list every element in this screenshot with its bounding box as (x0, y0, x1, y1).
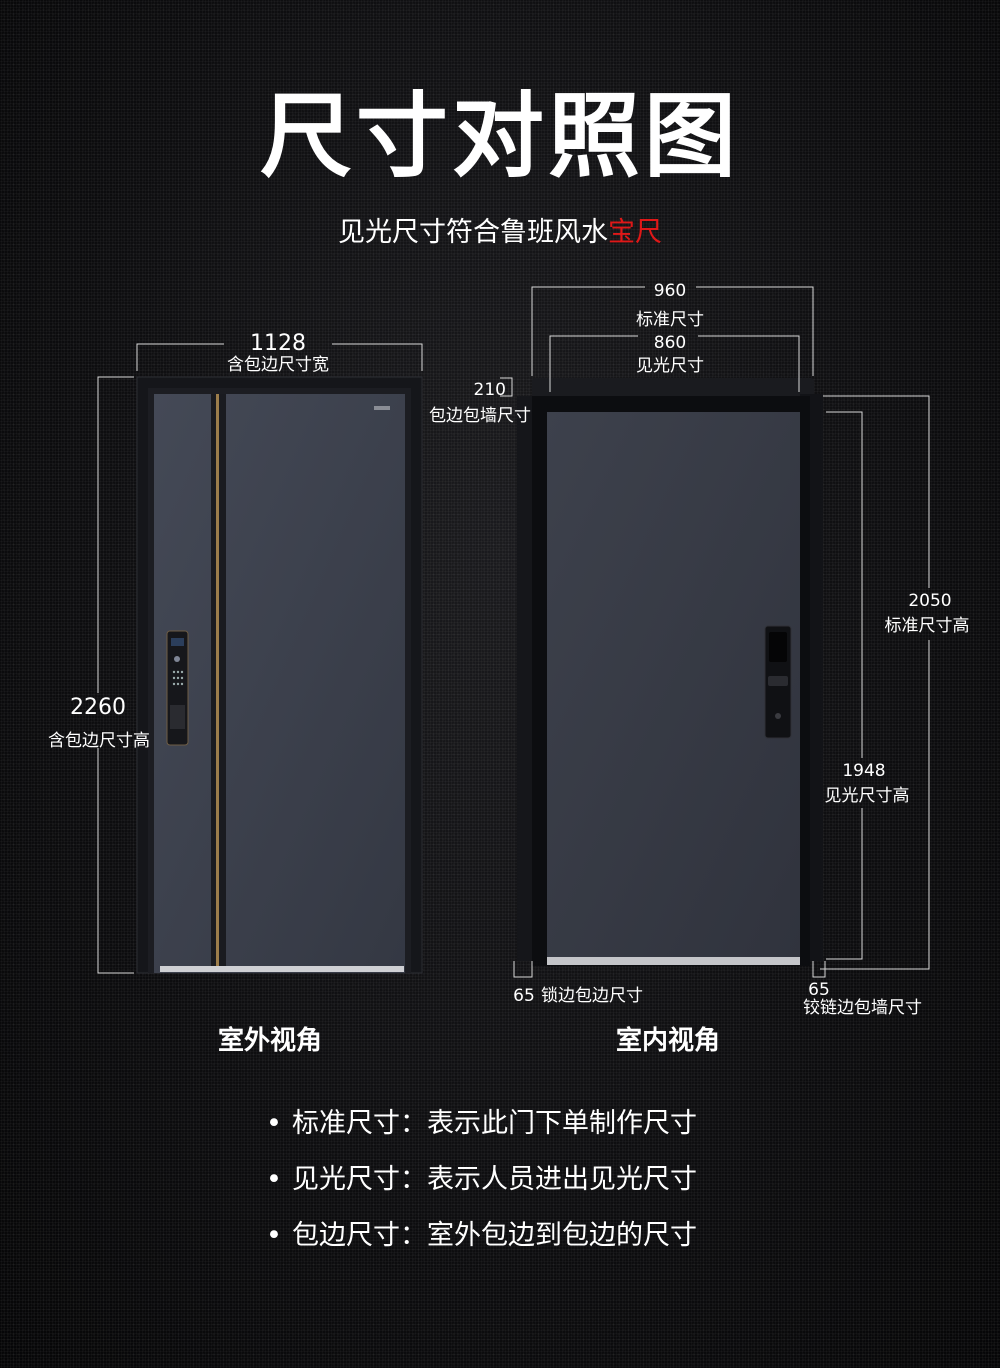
outer-smart-lock (166, 630, 189, 746)
note-light-size: • 见光尺寸：表示人员进出见光尺寸 (266, 1160, 697, 1200)
inner-std-height-label: 标准尺寸高 (884, 616, 970, 636)
inner-wall-trim-label: 包边包墙尺寸 (429, 406, 531, 426)
inner-light-width-value: 860 (653, 333, 687, 353)
inner-wall-trim-value: 210 (473, 380, 506, 400)
subtitle-text: 见光尺寸符合鲁班风水 (338, 217, 608, 248)
outer-door (136, 376, 423, 974)
inner-std-height-value: 2050 (908, 591, 952, 611)
subtitle-accent: 宝尺 (608, 217, 662, 248)
note-text: 见光尺寸：表示人员进出见光尺寸 (292, 1164, 697, 1195)
bullet-icon: • (266, 1108, 282, 1139)
outer-width-value: 1128 (250, 331, 306, 356)
inner-light-width-label: 见光尺寸 (636, 356, 704, 376)
outer-height-label: 含包边尺寸高 (48, 731, 150, 751)
outer-view-caption: 室外视角 (217, 1026, 322, 1056)
bullet-icon: • (266, 1220, 282, 1251)
note-trim-size: • 包边尺寸：室外包边到包边的尺寸 (266, 1216, 697, 1256)
inner-view-caption: 室内视角 (615, 1026, 720, 1056)
page-subtitle: 见光尺寸符合鲁班风水宝尺 (0, 213, 1000, 253)
inner-std-width-label: 标准尺寸 (636, 310, 704, 330)
inner-lock-side-value: 65 (513, 986, 535, 1006)
bullet-icon: • (266, 1164, 282, 1195)
inner-hinge-side-label: 铰链边包墙尺寸 (803, 998, 922, 1018)
inner-smart-lock (764, 625, 792, 739)
inner-dimension-lines (500, 286, 930, 978)
inner-std-width-value: 960 (653, 281, 687, 301)
note-text: 包边尺寸：室外包边到包边的尺寸 (292, 1220, 697, 1251)
inner-light-height-value: 1948 (842, 761, 886, 781)
outer-dimension-lines (97, 343, 423, 974)
note-text: 标准尺寸：表示此门下单制作尺寸 (292, 1108, 697, 1139)
outer-width-label: 含包边尺寸宽 (227, 355, 329, 375)
inner-door (517, 378, 823, 966)
inner-lock-side-label: 锁边包边尺寸 (541, 986, 643, 1006)
outer-height-value: 2260 (70, 695, 126, 720)
inner-hinge-side-value: 65 (808, 980, 830, 1000)
page-title: 尺寸对照图 (259, 83, 740, 190)
inner-light-height-label: 见光尺寸高 (824, 786, 910, 806)
note-standard-size: • 标准尺寸：表示此门下单制作尺寸 (266, 1104, 697, 1144)
